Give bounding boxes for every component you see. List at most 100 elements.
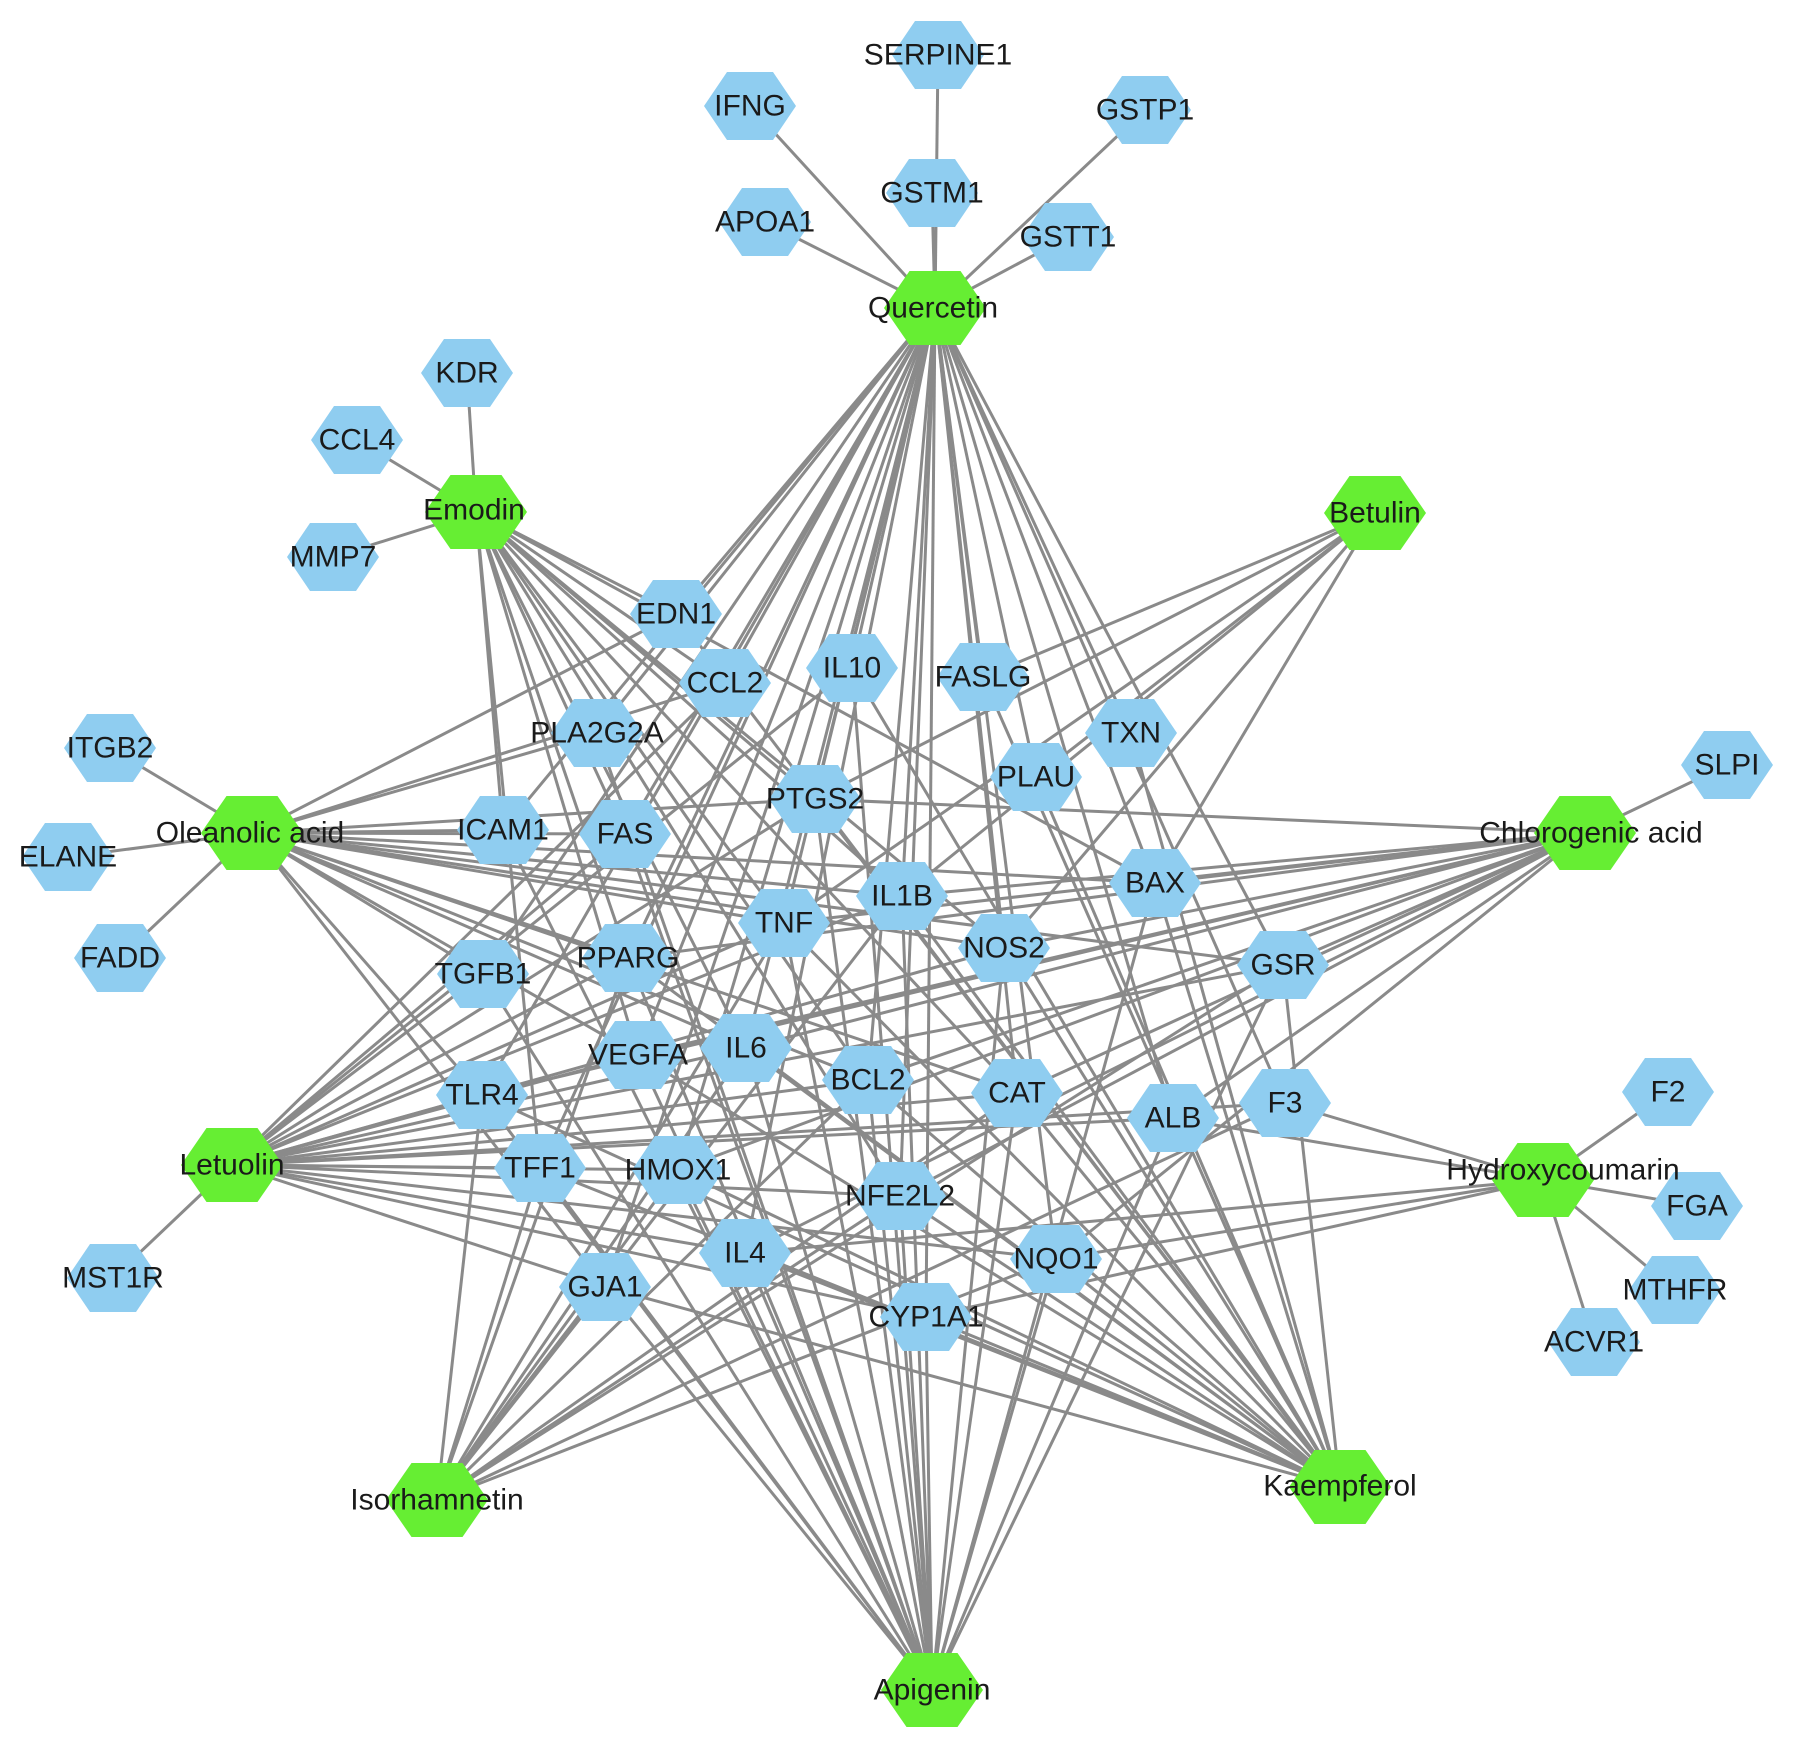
target-hexagon — [769, 765, 861, 833]
target-node-gstp1: GSTP1 — [1096, 76, 1194, 144]
target-node-nos2: NOS2 — [958, 914, 1050, 982]
edge-isorhamnetin-nfe2l2 — [436, 1194, 901, 1502]
target-hexagon — [700, 1014, 792, 1082]
target-label: SERPINE1 — [864, 39, 1012, 72]
target-label: CCL4 — [319, 424, 396, 457]
target-label: F2 — [1650, 1076, 1685, 1109]
compound-hexagon — [1289, 1450, 1391, 1524]
edge-kaempferol-edn1 — [674, 613, 1342, 1488]
target-node-txn: TXN — [1085, 699, 1177, 767]
edge-quercetin-plau — [933, 307, 1038, 778]
compound-label: Oleanolic acid — [156, 817, 344, 850]
target-node-fga: FGA — [1651, 1172, 1743, 1240]
edge-apigenin-gja1 — [603, 1286, 934, 1691]
target-hexagon — [1237, 931, 1329, 999]
target-hexagon — [579, 800, 671, 868]
compound-node-letuolin: Letuolin — [179, 1128, 285, 1202]
target-hexagon — [287, 523, 379, 591]
edge-oleanolic-acid-vegfa — [251, 831, 639, 1057]
target-label: GSTP1 — [1096, 94, 1194, 127]
edge-isorhamnetin-pparg — [435, 957, 630, 1501]
target-label: KDR — [435, 357, 498, 390]
target-hexagon — [559, 1253, 651, 1321]
compound-node-isorhamnetin: Isorhamnetin — [350, 1463, 524, 1537]
edge-betulin-tnf — [783, 511, 1376, 925]
compound-hexagon — [386, 1463, 488, 1537]
target-label: FAS — [597, 818, 654, 851]
edge-chlorogenic-acid-ptgs2 — [814, 797, 1586, 835]
target-hexagon — [679, 649, 771, 717]
target-label: CAT — [988, 1077, 1046, 1110]
target-hexagon — [990, 743, 1082, 811]
target-hexagon — [886, 159, 978, 227]
target-node-serpine1: SERPINE1 — [864, 21, 1012, 89]
edge-kaempferol-hmox1 — [677, 1168, 1341, 1489]
target-hexagon — [592, 1021, 684, 1089]
target-node-tff1: TFF1 — [494, 1134, 586, 1202]
target-label: IFNG — [714, 90, 786, 123]
target-node-nfe2l2: NFE2L2 — [845, 1162, 955, 1230]
target-node-tgfb1: TGFB1 — [435, 940, 531, 1008]
edge-oleanolic-acid-edn1 — [251, 612, 677, 835]
target-hexagon — [937, 643, 1029, 711]
target-hexagon — [719, 188, 811, 256]
edge-hydroxycoumarin-alb — [1172, 1116, 1544, 1182]
target-node-ccl2: CCL2 — [679, 649, 771, 717]
edge-apigenin-gsr — [930, 964, 1285, 1691]
target-hexagon — [582, 924, 674, 992]
edge-apigenin-cat — [930, 1092, 1019, 1691]
target-node-ifng: IFNG — [704, 72, 796, 140]
compound-label: Chlorogenic acid — [1479, 817, 1702, 850]
target-node-gja1: GJA1 — [559, 1253, 651, 1321]
edge-kaempferol-bax — [1153, 882, 1342, 1488]
target-hexagon — [1010, 1225, 1102, 1293]
edge-letuolin-bcl2 — [231, 1078, 869, 1167]
target-label: MMP7 — [290, 541, 377, 574]
edge-hydroxycoumarin-il4 — [744, 1178, 1544, 1255]
target-hexagon — [22, 823, 114, 891]
target-node-gstt1: GSTT1 — [1020, 203, 1117, 271]
target-node-fadd: FADD — [74, 924, 166, 992]
target-label: NFE2L2 — [845, 1180, 955, 1213]
compound-label: Apigenin — [874, 1674, 991, 1707]
target-label: MTHFR — [1623, 1274, 1728, 1307]
target-label: NQO1 — [1013, 1243, 1098, 1276]
edge-letuolin-fas — [231, 832, 626, 1167]
target-node-alb: ALB — [1127, 1084, 1219, 1152]
edge-apigenin-alb — [930, 1117, 1175, 1691]
target-node-hmox1: HMOX1 — [625, 1136, 731, 1204]
edge-chlorogenic-acid-bcl2 — [867, 831, 1586, 1082]
edge-letuolin-nqo1 — [231, 1163, 1057, 1261]
edge-letuolin-tnf — [231, 921, 785, 1167]
edge-isorhamnetin-tff1 — [435, 1167, 542, 1501]
target-label: EDN1 — [636, 598, 716, 631]
compound-label: Isorhamnetin — [350, 1484, 523, 1517]
target-node-il1b: IL1B — [856, 862, 948, 930]
edge-oleanolic-acid-tgfb1 — [251, 831, 484, 976]
target-hexagon — [551, 699, 643, 767]
compound-node-chlorogenic-acid: Chlorogenic acid — [1479, 796, 1703, 870]
target-node-ptgs2: PTGS2 — [766, 765, 864, 833]
edge-apigenin-ptgs2 — [813, 798, 934, 1691]
edge-betulin-ptgs2 — [814, 511, 1376, 801]
target-hexagon — [632, 1136, 724, 1204]
edge-chlorogenic-acid-il6 — [745, 831, 1586, 1050]
target-node-tlr4: TLR4 — [436, 1061, 528, 1129]
target-node-cyp1a1: CYP1A1 — [868, 1283, 984, 1351]
target-label: NOS2 — [963, 932, 1045, 965]
target-hexagon — [437, 940, 529, 1008]
edge-emodin-fas — [474, 511, 627, 835]
target-label: APOA1 — [715, 206, 815, 239]
target-label: PLAU — [997, 761, 1075, 794]
target-hexagon — [436, 1061, 528, 1129]
target-label: GSTT1 — [1020, 221, 1117, 254]
edge-oleanolic-acid-fas — [251, 831, 626, 836]
compound-label: Emodin — [423, 494, 525, 527]
target-node-mmp7: MMP7 — [287, 523, 379, 591]
edge-kaempferol-il10 — [850, 667, 1342, 1488]
target-node-faslg: FASLG — [935, 643, 1031, 711]
target-label: CYP1A1 — [868, 1301, 983, 1334]
target-node-itgb2: ITGB2 — [64, 714, 156, 782]
